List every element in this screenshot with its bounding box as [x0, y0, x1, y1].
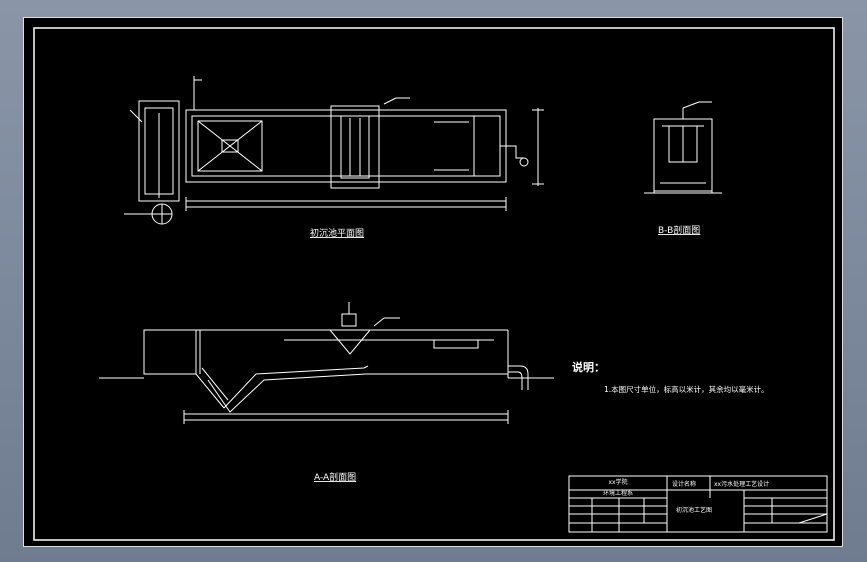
inner-frame — [33, 27, 835, 541]
title-block-dept: 环境工程系 — [603, 489, 633, 497]
aa-section-view — [99, 302, 554, 424]
plan-view-title: 初沉池平面图 — [310, 227, 364, 239]
notes-item-1: 1.本图尺寸单位，标高以米计，其余均以毫米计。 — [604, 384, 769, 394]
notes-heading: 说明： — [572, 360, 605, 374]
bb-section-view — [644, 101, 722, 194]
plan-view — [124, 76, 544, 225]
bb-section-title: B-B剖面图 — [658, 224, 700, 236]
title-block-design-name-label: 设计名称 — [672, 480, 696, 488]
title-block — [568, 475, 828, 533]
title-block-design-name: xx污水处理工艺设计 — [714, 480, 769, 488]
cad-drawing: 初沉池平面图 B-B剖面图 A-A剖面图 说明： 1.本图尺寸单位，标高以米计，… — [33, 27, 835, 541]
title-block-drawing-name: 初沉池工艺图 — [676, 506, 712, 514]
title-block-school: xx学院 — [608, 478, 627, 486]
aa-section-title: A-A剖面图 — [314, 471, 356, 483]
drawing-sheet: 初沉池平面图 B-B剖面图 A-A剖面图 说明： 1.本图尺寸单位，标高以米计，… — [23, 17, 843, 547]
